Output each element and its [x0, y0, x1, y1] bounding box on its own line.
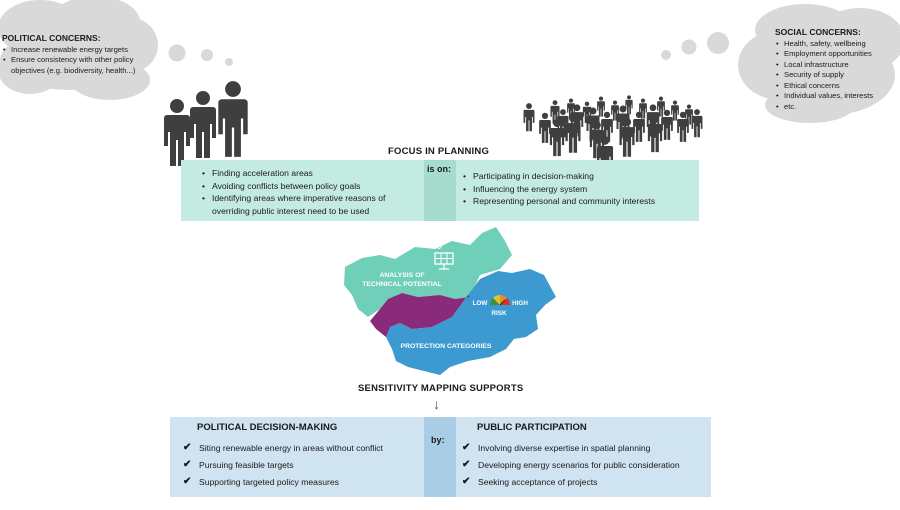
politicians-figures-icon [164, 81, 248, 166]
check-icon: ✔ [462, 442, 471, 453]
social-concern-item: Health, safety, wellbeing [776, 39, 900, 50]
crowd-person [671, 100, 679, 121]
focus-right-item: Influencing the energy system [461, 183, 696, 196]
focus-left-item: Identifying areas where imperative reaso… [200, 192, 422, 217]
sensitivity-title: SENSITIVITY MAPPING SUPPORTS [358, 383, 524, 394]
crowd-person [625, 95, 633, 115]
crowd-person [550, 100, 560, 124]
crowd-person [582, 101, 592, 124]
public-participation-title: PUBLIC PARTICIPATION [477, 422, 587, 433]
focus-right-item: Participating in decision-making [461, 170, 696, 183]
social-concern-item: Employment opportunities [776, 49, 900, 60]
protection-categories-label: PROTECTION CATEGORIES [401, 343, 492, 350]
focus-left-item: Finding acceleration areas [200, 167, 422, 180]
focus-left-item: Avoiding conflicts between policy goals [200, 180, 422, 193]
crowd-person [647, 115, 663, 153]
check-icon: ✔ [183, 459, 192, 470]
social-concern-item: Ethical concerns [776, 81, 900, 92]
risk-high-label: HIGH [512, 300, 528, 307]
crowd-person [611, 100, 619, 121]
political-concerns-title: POLITICAL CONCERNS: [2, 33, 101, 43]
check-icon: ✔ [183, 476, 192, 487]
protection-categories-region [386, 269, 556, 375]
solar-panel-icon [434, 243, 454, 270]
crowd-person [661, 109, 673, 140]
technical-potential-label-2: TECHNICAL POTENTIAL [362, 281, 442, 288]
crowd-person [639, 98, 647, 119]
political-decision-item: ✔Pursuing feasible targets [183, 459, 294, 470]
check-icon: ✔ [183, 442, 192, 453]
crowd-person [633, 111, 645, 142]
overlap-region [370, 293, 470, 337]
public-participation-list: ✔Involving diverse expertise in spatial … [462, 442, 710, 493]
crowd-person [685, 104, 693, 125]
political-decision-list: ✔Siting renewable energy in areas withou… [183, 442, 423, 493]
public-participation-item: ✔Seeking acceptance of projects [462, 476, 598, 487]
focus-left-list: Finding acceleration areas Avoiding conf… [200, 167, 422, 217]
public-participation-item: ✔Developing energy scenarios for public … [462, 459, 680, 470]
risk-gauge-icon [490, 295, 510, 306]
political-decision-item: ✔Supporting targeted policy measures [183, 476, 339, 487]
crowd-person [597, 96, 605, 117]
supports-divider [424, 417, 456, 497]
political-concern-item: Ensure consistency with other policy obj… [3, 55, 152, 76]
political-concerns: POLITICAL CONCERNS: Increase renewable e… [2, 33, 152, 76]
public-participation-item: ✔Involving diverse expertise in spatial … [462, 442, 651, 453]
political-concern-item: Increase renewable energy targets [3, 45, 152, 56]
crowd-person [565, 113, 581, 153]
focus-title: FOCUS IN PLANNING [388, 146, 490, 157]
social-concern-item: Security of supply [776, 70, 900, 81]
risk-low-label: LOW [473, 300, 488, 307]
crowd-person [619, 117, 635, 157]
check-icon: ✔ [462, 459, 471, 470]
focus-right-item: Representing personal and community inte… [461, 195, 696, 208]
supports-middle-label: by: [431, 435, 445, 445]
crowd-person [549, 119, 565, 157]
down-arrow-icon: ↓ [433, 396, 440, 412]
crowd-person [523, 103, 535, 132]
risk-label: RISK [491, 310, 506, 317]
thought-bubble-small [168, 44, 186, 62]
focus-middle-label: is on: [427, 164, 451, 174]
crowd-person [657, 96, 665, 117]
crowd-person [677, 111, 689, 142]
social-concerns-title: SOCIAL CONCERNS: [775, 27, 861, 37]
check-icon: ✔ [462, 476, 471, 487]
political-decision-title: POLITICAL DECISION-MAKING [197, 422, 338, 433]
social-concern-item: Individual values, interests [776, 91, 900, 102]
focus-divider [424, 160, 456, 221]
sensitivity-map: ANALYSIS OF TECHNICAL POTENTIAL PROTECTI… [344, 227, 556, 375]
social-concern-item: etc. [776, 102, 900, 113]
focus-right-list: Participating in decision-making Influen… [461, 170, 696, 208]
social-concern-item: Local infrastructure [776, 60, 900, 71]
crowd-person [691, 109, 703, 138]
public-crowd-icon [523, 95, 703, 160]
political-decision-item: ✔Siting renewable energy in areas withou… [183, 442, 383, 453]
crowd-person [596, 136, 614, 160]
social-concerns: SOCIAL CONCERNS: Health, safety, wellbei… [775, 27, 900, 112]
crowd-person [539, 112, 551, 143]
technical-potential-label-1: ANALYSIS OF [379, 272, 424, 279]
